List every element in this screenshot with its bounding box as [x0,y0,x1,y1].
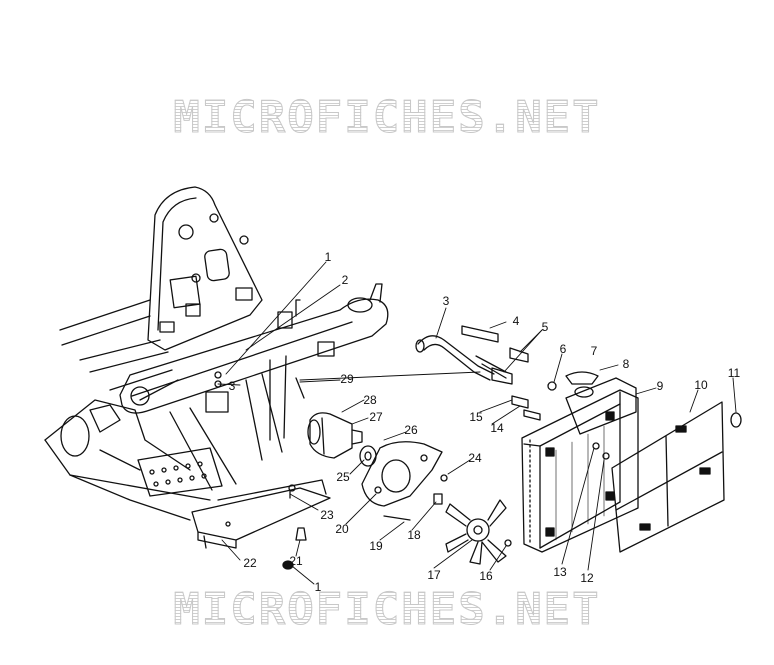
callout-10: 10 [694,378,708,392]
callout-4: 4 [512,314,520,328]
callout-15: 15 [469,410,483,424]
callout-9: 9 [656,379,664,393]
callout-21: 21 [289,554,303,568]
callout-27: 27 [369,410,383,424]
callout-11: 11 [727,366,741,380]
callout-28: 28 [363,393,377,407]
callout-18: 18 [407,528,421,542]
callout-7: 7 [590,344,598,358]
frame-fasteners [214,371,307,570]
radiator-assembly [521,371,742,553]
callout-1-bottom: 1 [314,580,322,594]
callout-3-hose: 3 [442,294,450,308]
watermark-bottom: MICROFICHES.NET [0,584,774,636]
callout-5: 5 [541,320,549,334]
callout-16: 16 [479,569,493,583]
callout-26: 26 [404,423,418,437]
callout-22: 22 [243,556,257,570]
callout-8: 8 [622,357,630,371]
callout-20: 20 [335,522,349,536]
callout-14: 14 [490,421,504,435]
callout-17: 17 [427,568,441,582]
frame-assembly [44,186,389,549]
callout-25: 25 [336,470,350,484]
callout-1: 1 [324,250,332,264]
callout-leader-lines [217,261,737,585]
callout-19: 19 [369,539,383,553]
callout-24: 24 [468,451,482,465]
callout-12: 12 [580,571,594,585]
callout-3-frame: 3 [228,379,236,393]
watermark-top: MICROFICHES.NET [0,92,774,144]
callout-13: 13 [553,565,567,579]
coolant-hoses [299,325,557,421]
callout-6: 6 [559,342,567,356]
callout-29: 29 [340,372,354,386]
fan-motor-assembly [307,412,512,565]
callout-2: 2 [341,273,349,287]
callout-23: 23 [320,508,334,522]
